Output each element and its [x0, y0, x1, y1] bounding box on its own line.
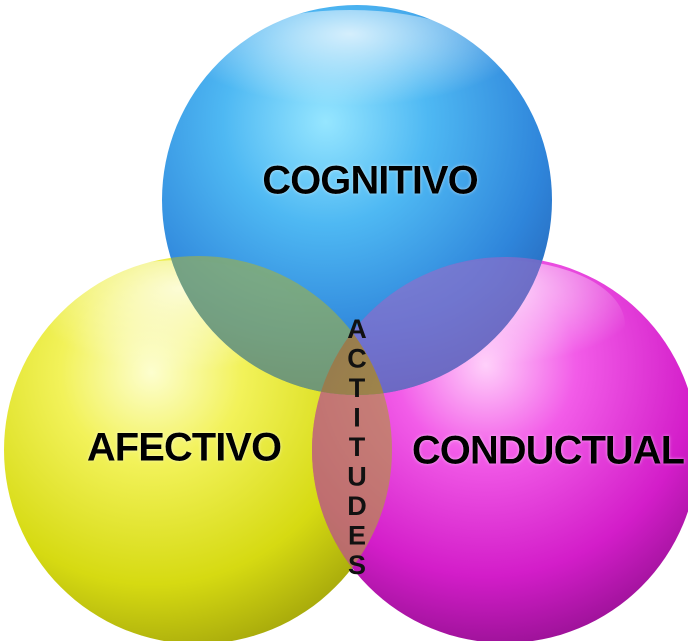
actitudes-letter: C — [347, 344, 367, 374]
actitudes-letter: E — [348, 521, 366, 551]
cognitivo-label: COGNITIVO — [262, 159, 477, 203]
conductual-label: CONDUCTUAL — [412, 429, 685, 473]
actitudes-letter: T — [349, 373, 366, 403]
actitudes-letter: D — [347, 491, 367, 521]
cognitivo-afectivo-overlap — [162, 256, 392, 395]
actitudes-letter: U — [347, 462, 367, 492]
actitudes-letter: T — [349, 432, 366, 462]
actitudes-letter: I — [353, 403, 361, 433]
cognitivo-conductual-overlap — [312, 257, 552, 395]
afectivo-label: AFECTIVO — [87, 426, 281, 470]
actitudes-letter: S — [348, 550, 366, 580]
actitudes-letter: A — [347, 314, 367, 344]
